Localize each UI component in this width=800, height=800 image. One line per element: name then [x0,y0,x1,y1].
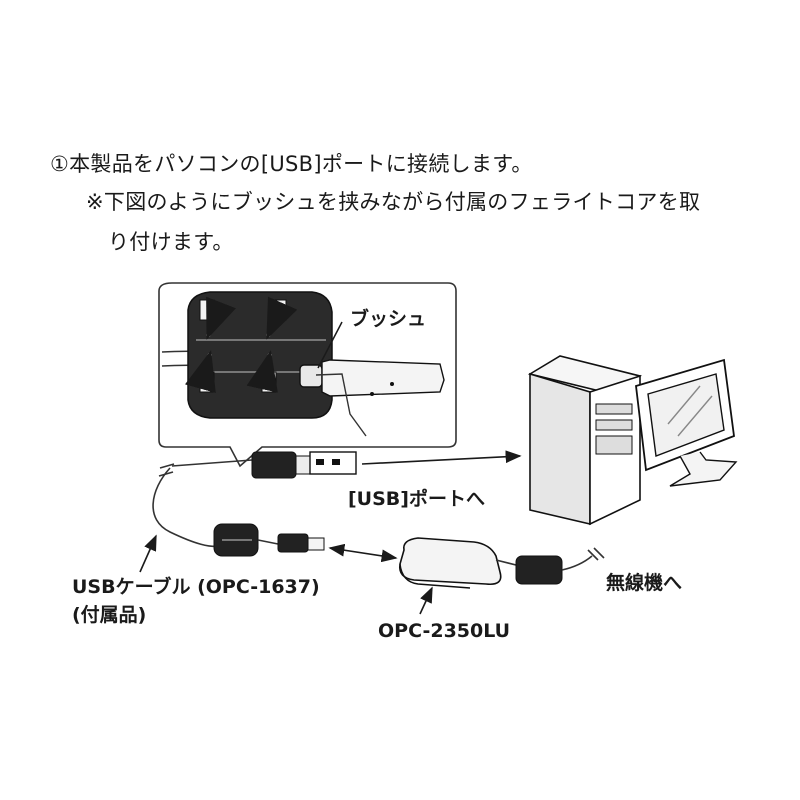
monitor-icon [635,358,738,487]
ferrite-core-icon [184,291,333,419]
note-line-2: り付けます。 [108,230,234,254]
ferrite-core-small-icon [213,523,259,557]
usb-plug-icon [171,451,357,479]
model-label: OPC-2350LU [378,620,511,642]
usb-cable-label: USBケーブル (OPC-1637) [72,576,320,598]
inset-detail [158,282,457,468]
step-1-text: ①本製品をパソコンの[USB]ポートに接続します。 [50,152,533,176]
usb-port-label: [USB]ポートへ [348,488,485,510]
usb-cable-sub-label: (付属品) [72,604,147,626]
pc-tower-icon [527,355,642,526]
radio-label: 無線機へ [606,572,683,594]
adapter-icon [398,537,605,589]
note-line-1: ※下図のようにブッシュを挟みながら付属のフェライトコアを取 [86,190,701,214]
bush-label: ブッシュ [350,308,427,330]
